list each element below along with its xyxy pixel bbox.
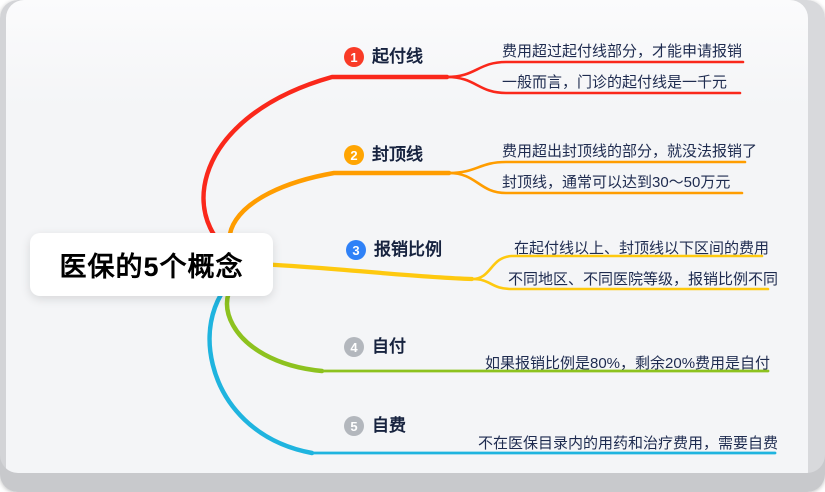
branch4-label[interactable]: 自付 xyxy=(372,337,406,356)
svg-text:5: 5 xyxy=(350,419,357,434)
branch2-note1-line xyxy=(447,160,747,175)
branch3-note2[interactable]: 不同地区、不同医院等级，报销比例不同 xyxy=(508,271,779,288)
branch5-number-badge: 5 xyxy=(344,416,364,436)
svg-text:3: 3 xyxy=(352,243,359,258)
svg-text:4: 4 xyxy=(350,340,358,355)
branch2-note2[interactable]: 封顶线，通常可以达到30～50万元 xyxy=(502,174,731,191)
branch4-number-badge: 4 xyxy=(344,337,364,357)
branch2-number-badge: 2 xyxy=(344,145,364,165)
branch5-label[interactable]: 自费 xyxy=(372,416,406,435)
branch1-number-badge: 1 xyxy=(344,47,364,67)
branch2-note2-line xyxy=(447,171,744,195)
central-topic-title: 医保的5个概念 xyxy=(59,252,244,282)
branch2-label[interactable]: 封顶线 xyxy=(372,145,423,164)
branch5-note1[interactable]: 不在医保目录内的用药和治疗费用，需要自费 xyxy=(478,435,779,452)
branch1-note2[interactable]: 一般而言，门诊的起付线是一千元 xyxy=(502,74,728,91)
svg-text:2: 2 xyxy=(350,148,357,163)
branch1-note1[interactable]: 费用超过起付线部分，才能申请报销 xyxy=(502,43,743,60)
branch3-main-line xyxy=(255,261,475,282)
branch1-label[interactable]: 起付线 xyxy=(372,47,423,66)
branch3-note1[interactable]: 在起付线以上、封顶线以下区间的费用 xyxy=(514,240,770,257)
branch4-note1[interactable]: 如果报销比例是80%，剩余20%费用是自付 xyxy=(485,355,771,372)
svg-text:1: 1 xyxy=(350,50,357,65)
central-topic-node[interactable]: 医保的5个概念 xyxy=(30,233,273,296)
branch3-label[interactable]: 报销比例 xyxy=(374,240,442,259)
branch3-number-badge: 3 xyxy=(346,240,366,260)
branch1-note2-line xyxy=(445,75,742,95)
branch3-note2-line xyxy=(470,277,770,291)
branch2-note1[interactable]: 费用超出封顶线的部分，就没法报销了 xyxy=(502,143,758,160)
